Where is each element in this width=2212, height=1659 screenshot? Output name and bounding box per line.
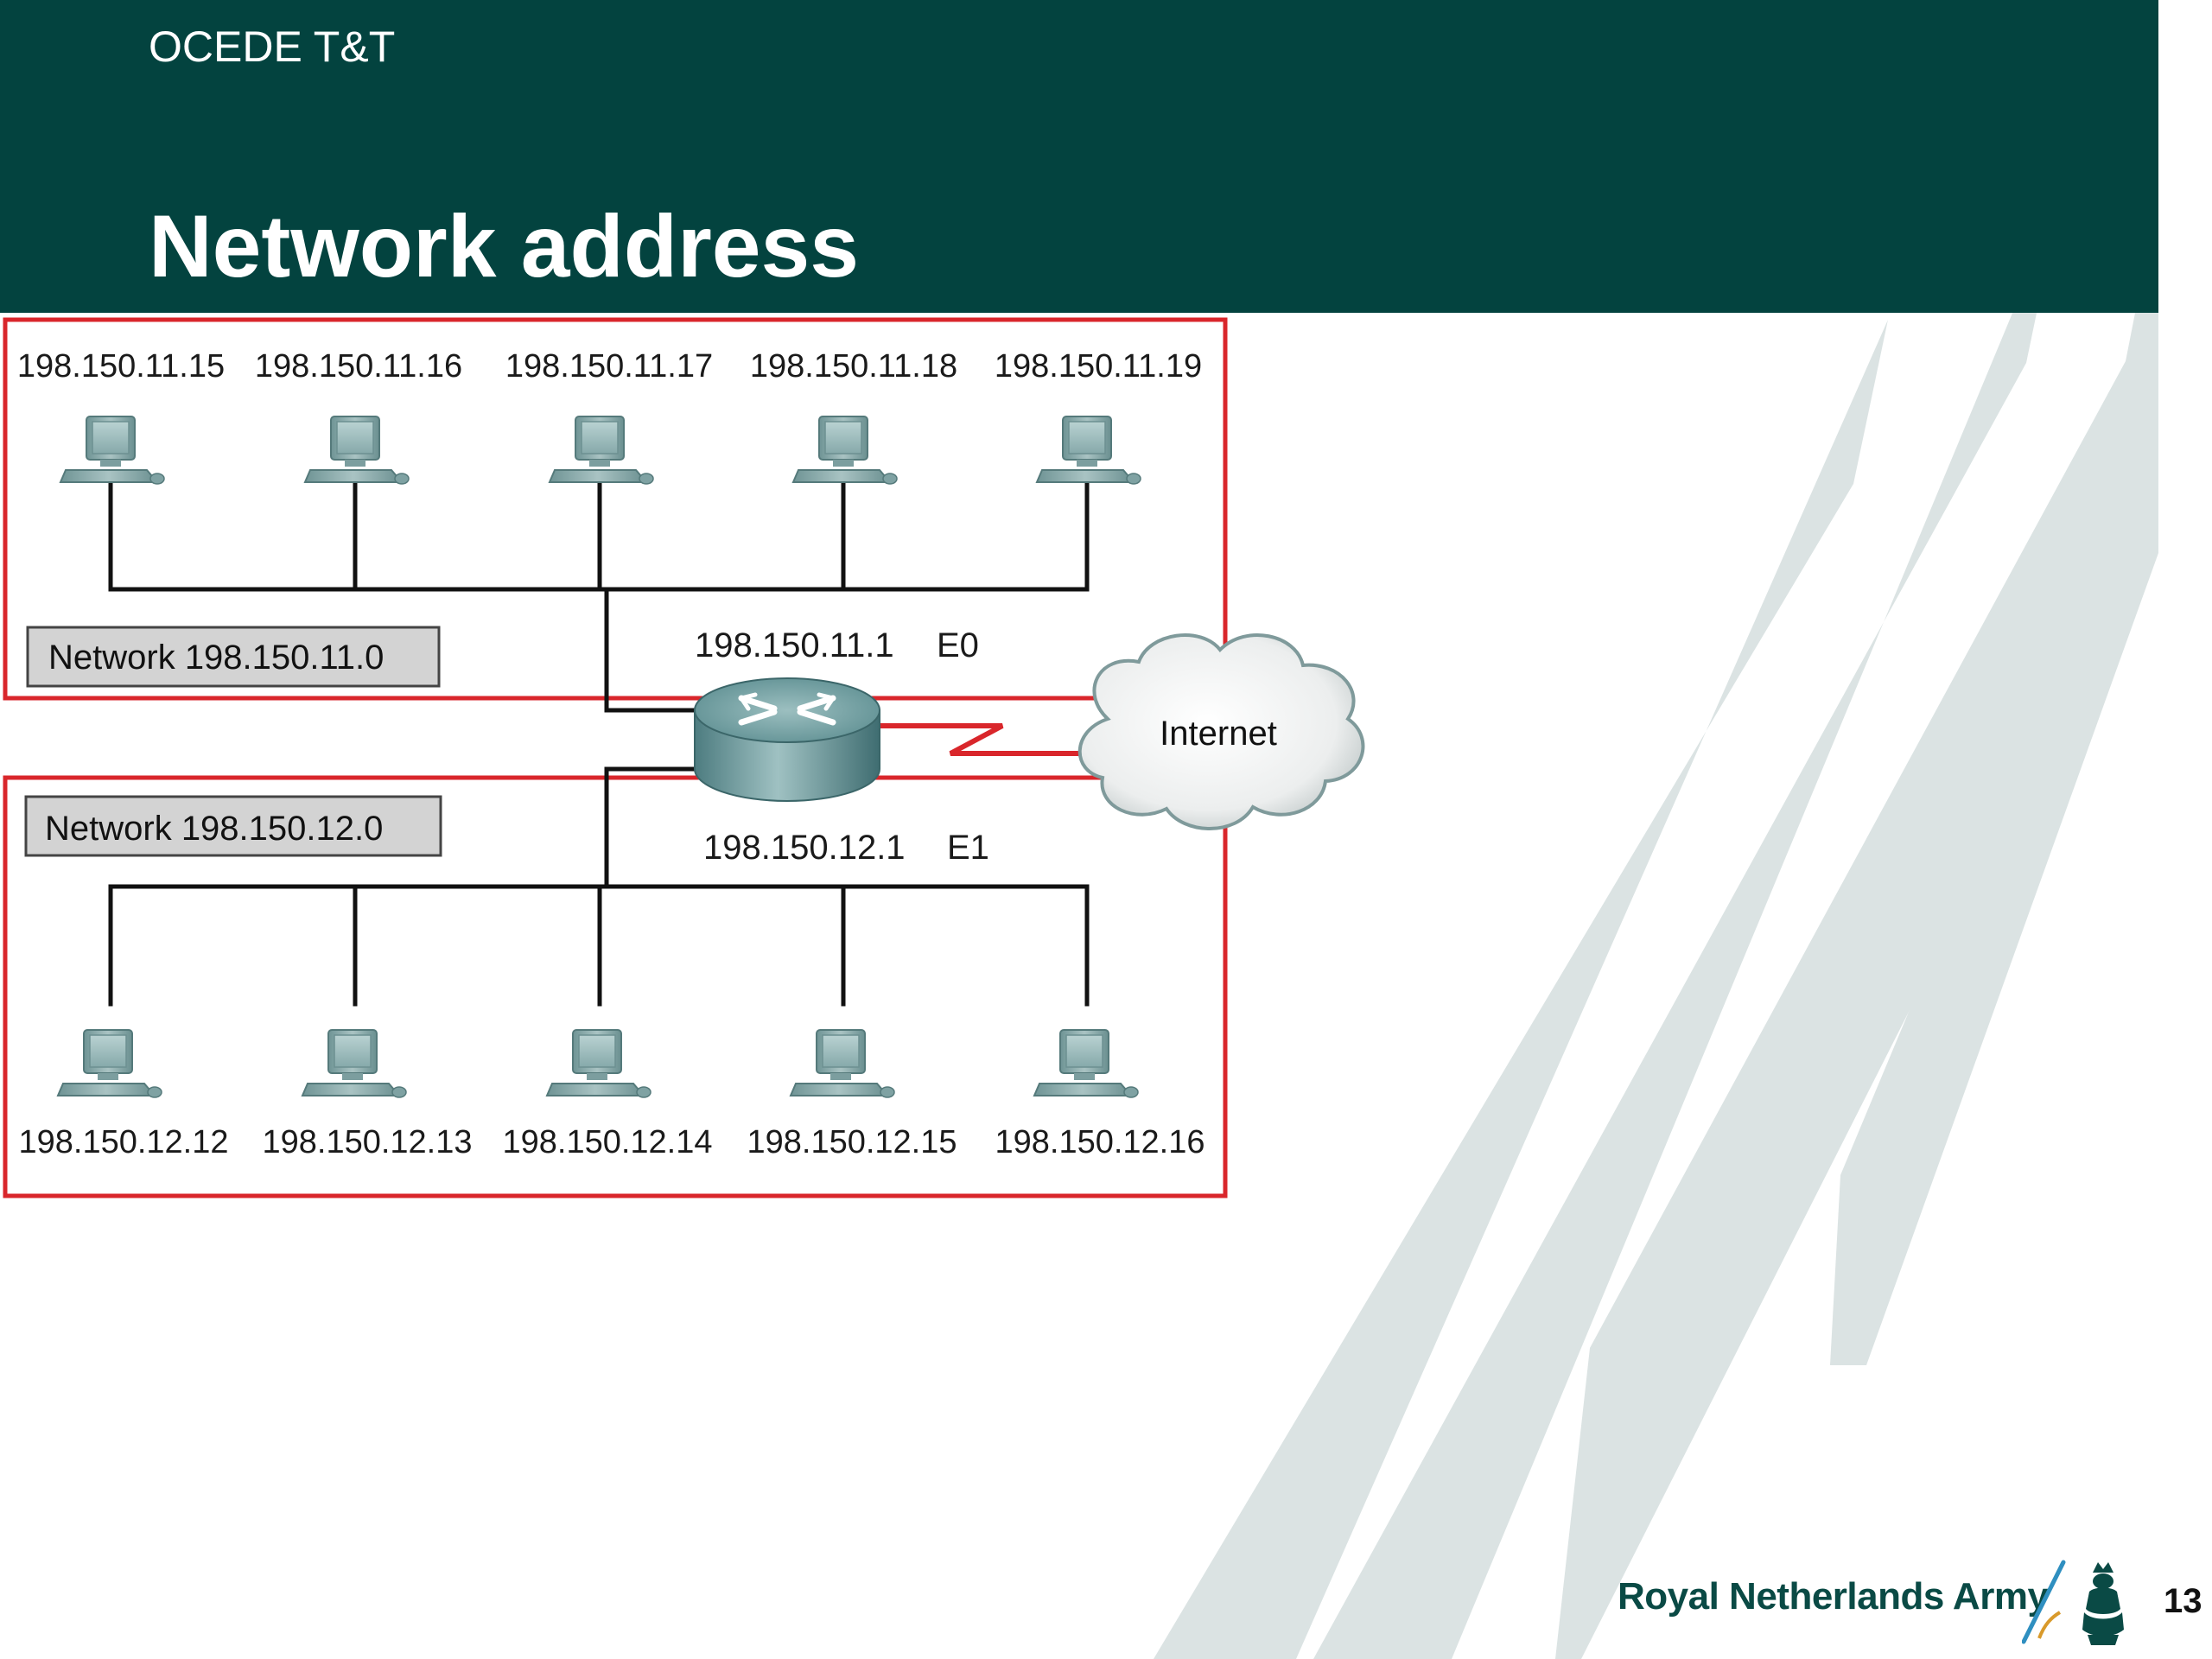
host-ip-label: 198.150.11.15	[17, 348, 225, 385]
host-ip-label: 198.150.12.16	[995, 1124, 1205, 1160]
host-computer	[57, 1029, 162, 1098]
host-ip-label: 198.150.11.18	[750, 348, 957, 385]
stripe	[1555, 194, 2158, 1659]
brand-name: Royal Netherlands Army	[1618, 1575, 2049, 1618]
host-computer	[792, 416, 898, 485]
router-e0-name: E0	[937, 626, 979, 664]
router-e1-ip: 198.150.12.1	[703, 829, 906, 867]
bottom-uplink	[604, 766, 702, 889]
host-computer	[1036, 416, 1141, 485]
host-computer	[546, 1029, 652, 1098]
host-computer	[549, 416, 654, 485]
internet-cloud-icon: Internet	[1077, 633, 1365, 830]
network-diagram: 198.150.11.15 198.150.11.16 198.150.11.1…	[3, 317, 1365, 1198]
router-e0-ip: 198.150.11.1	[695, 626, 894, 664]
router-icon	[694, 677, 880, 802]
host-computer	[790, 1029, 895, 1098]
svg-text:Network 198.150.11.0: Network 198.150.11.0	[48, 639, 384, 677]
page-number: 13	[2164, 1582, 2202, 1620]
host-ip-label: 198.150.11.16	[255, 348, 462, 385]
host-ip-label: 198.150.12.15	[747, 1124, 957, 1160]
host-ip-label: 198.150.11.19	[995, 348, 1202, 385]
host-ip-label: 198.150.11.17	[505, 348, 713, 385]
top-uplink	[604, 587, 702, 713]
host-ip-label: 198.150.12.14	[502, 1124, 712, 1160]
lan-box-top	[3, 317, 1228, 701]
host-computer	[302, 1029, 407, 1098]
serial-link	[873, 723, 1093, 756]
router-e1-name: E1	[947, 829, 989, 867]
cloud-label: Internet	[1160, 715, 1277, 753]
host-computer	[1033, 1029, 1139, 1098]
host-ip-label: 198.150.12.13	[262, 1124, 472, 1160]
svg-text:Network 198.150.12.0: Network 198.150.12.0	[45, 810, 383, 848]
network-label-bottom: Network 198.150.12.0	[24, 795, 442, 857]
host-ip-label: 198.150.12.12	[18, 1124, 228, 1160]
stripe	[1830, 415, 2158, 1365]
page-title: Network address	[149, 197, 859, 296]
host-computer	[60, 416, 165, 485]
network-label-top: Network 198.150.11.0	[26, 626, 441, 688]
host-computer	[304, 416, 410, 485]
crest-icon	[2022, 1560, 2124, 1645]
slide-kicker: OCEDE T&T	[149, 22, 396, 71]
slide-header	[0, 0, 2158, 313]
lan-box-bottom	[3, 775, 1228, 1198]
